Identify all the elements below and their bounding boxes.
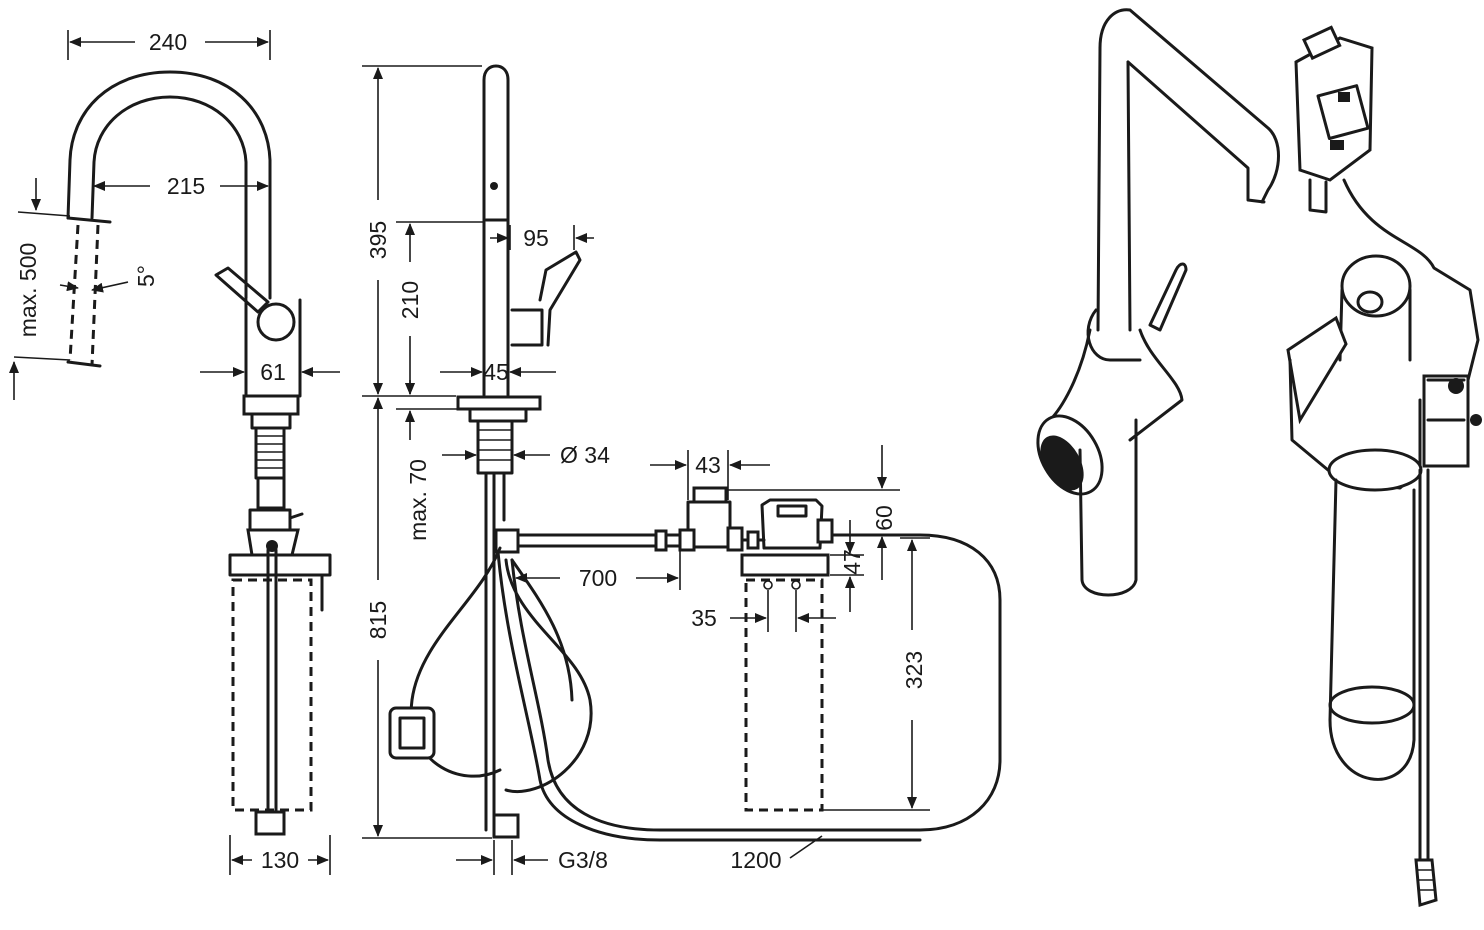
dim-95-label: 95	[523, 225, 549, 251]
spout-outer	[66, 70, 272, 300]
dim-60-label: 60	[871, 505, 897, 531]
dim-210-label: 210	[397, 281, 423, 319]
dim-max500-label: max. 500	[15, 243, 41, 338]
dim-47-label: 47	[839, 549, 865, 575]
dim-130-label: 130	[261, 847, 299, 873]
dim-43-label: 43	[695, 452, 721, 478]
front-view-dimensions: 395 210 95 45 Ø 34 max. 70 815 4	[362, 65, 930, 875]
dim-395-label: 395	[365, 221, 391, 259]
side-view	[66, 70, 332, 836]
side-view-dimensions: 240 215 max. 500 5° 61 130	[9, 29, 340, 875]
dim-g38-label: G3/8	[558, 847, 608, 873]
dim-815-label: 815	[365, 601, 391, 639]
dim-700-label: 700	[579, 565, 617, 591]
dim-35-label: 35	[691, 605, 717, 631]
dim-5deg-label: 5°	[133, 265, 159, 287]
dim-240-label: 240	[149, 29, 187, 55]
dim-61-label: 61	[260, 359, 286, 385]
dim-45-label: 45	[483, 359, 509, 385]
dim-1200-label: 1200	[730, 847, 781, 873]
dim-d34-label: Ø 34	[560, 442, 610, 468]
spout-inner	[90, 95, 248, 300]
isometric-view	[1036, 8, 1482, 907]
dim-215-label: 215	[167, 173, 205, 199]
dim-323-label: 323	[901, 651, 927, 689]
dim-max70-label: max. 70	[405, 459, 431, 541]
